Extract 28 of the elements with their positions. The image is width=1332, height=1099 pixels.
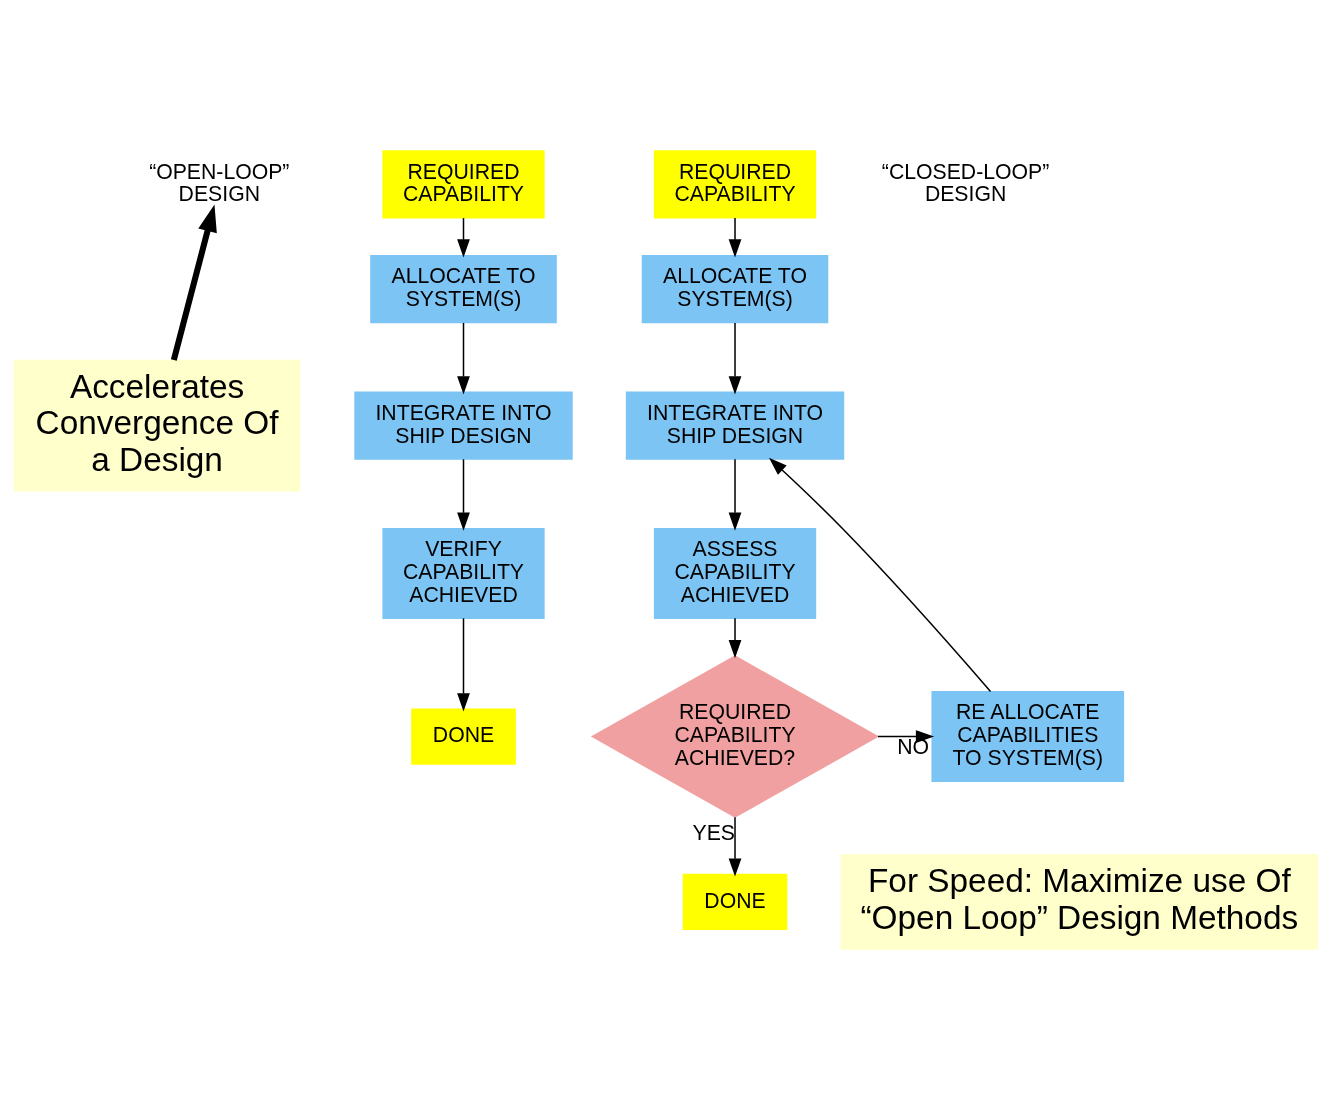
node-box: REQUIRED CAPABILITY bbox=[382, 149, 545, 219]
node-box: DONE bbox=[682, 873, 788, 930]
node-box: VERIFY CAPABILITY ACHIEVED bbox=[382, 527, 545, 619]
arrow bbox=[457, 321, 470, 394]
node-box: ALLOCATE TO SYSTEM(S) bbox=[641, 254, 829, 323]
arrow bbox=[728, 458, 742, 531]
arrow bbox=[728, 216, 742, 258]
arrow bbox=[728, 321, 742, 394]
node-box: INTEGRATE INTO SHIP DESIGN bbox=[625, 391, 845, 460]
node-diamond: REQUIRED CAPABILITY ACHIEVED? bbox=[590, 654, 880, 818]
node-box: Accelerates Convergence Of a Design bbox=[13, 359, 301, 492]
arrow bbox=[457, 458, 470, 531]
arrow bbox=[457, 216, 470, 258]
node-box: INTEGRATE INTO SHIP DESIGN bbox=[354, 391, 573, 460]
arrow bbox=[457, 617, 470, 711]
node-box: RE ALLOCATE CAPABILITIES TO SYSTEM(S) bbox=[931, 690, 1125, 782]
node-box: REQUIRED CAPABILITY bbox=[653, 149, 817, 219]
node-box: ASSESS CAPABILITY ACHIEVED bbox=[653, 527, 817, 619]
arrow bbox=[768, 457, 992, 692]
arrow bbox=[728, 816, 742, 877]
arrow bbox=[170, 203, 217, 361]
node-text: “OPEN-LOOP” DESIGN bbox=[149, 159, 290, 205]
arrow bbox=[728, 617, 742, 658]
node-box: DONE bbox=[411, 708, 516, 765]
edge-label: YES bbox=[692, 820, 736, 844]
label: “CLOSED-LOOP” DESIGN bbox=[881, 159, 1050, 205]
node-box: ALLOCATE TO SYSTEM(S) bbox=[370, 254, 557, 323]
node-box: For Speed: Maximize use Of “Open Loop” Design Methods bbox=[840, 853, 1319, 950]
